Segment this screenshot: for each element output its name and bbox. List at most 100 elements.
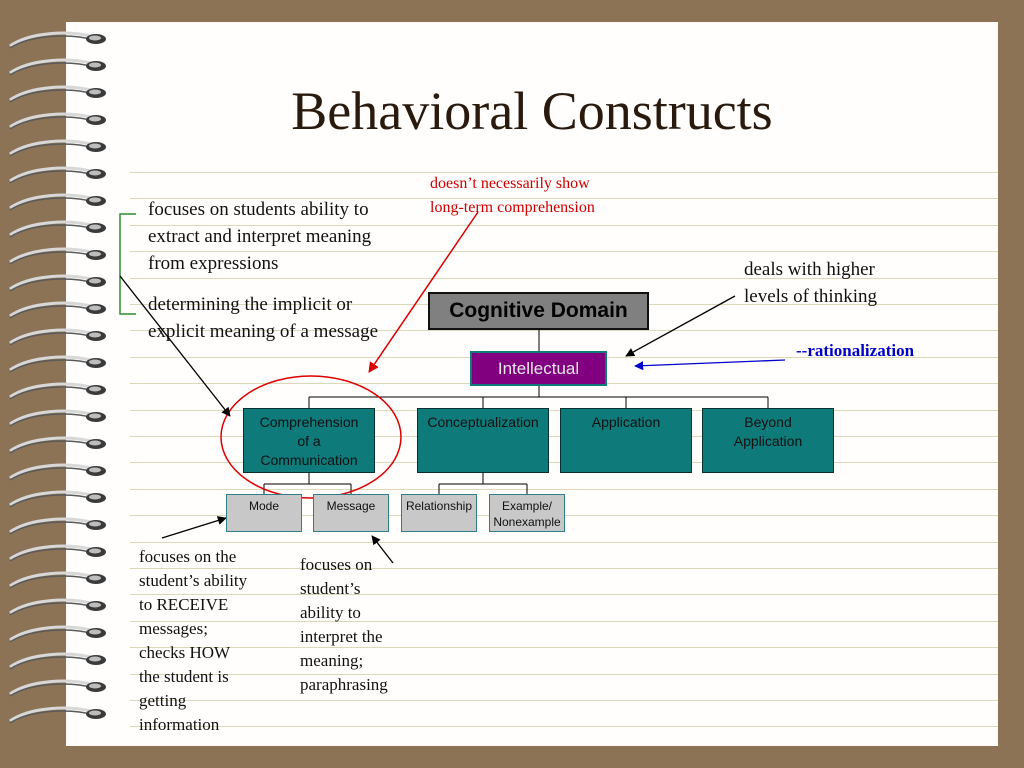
annotation-line: student’s bbox=[300, 579, 361, 598]
annotation-line: paraphrasing bbox=[300, 675, 388, 694]
annotation-line: the student is bbox=[139, 667, 229, 686]
green-bracket bbox=[119, 213, 136, 315]
spiral-ring bbox=[9, 598, 106, 616]
spiral-ring bbox=[9, 436, 106, 454]
message-node: Message bbox=[313, 494, 389, 532]
node-label: Example/ bbox=[501, 499, 553, 513]
ruled-line bbox=[130, 568, 998, 569]
annotation-line: messages; bbox=[139, 619, 208, 638]
spiral-ring bbox=[9, 112, 106, 130]
spiral-ring bbox=[9, 625, 106, 643]
spiral-ring bbox=[9, 463, 106, 481]
slide-title: Behavioral Constructs bbox=[291, 81, 773, 141]
ruled-line bbox=[130, 726, 998, 727]
ruled-line bbox=[130, 647, 998, 648]
black-arrow bbox=[161, 516, 227, 539]
annotation-line: getting bbox=[139, 691, 187, 710]
node-label: of a bbox=[297, 433, 321, 449]
node-label: Nonexample bbox=[493, 515, 561, 529]
red-highlight-ellipse bbox=[220, 375, 402, 499]
message-annotation: focuses on student’s ability to interpret t… bbox=[300, 553, 388, 697]
annotation-line: levels of thinking bbox=[744, 286, 877, 307]
spiral-ring bbox=[9, 679, 106, 697]
ruled-line bbox=[130, 198, 998, 199]
spiral-ring bbox=[9, 328, 106, 346]
annotation-line: focuses on the bbox=[139, 547, 237, 566]
red-annotation-line: doesn’t necessarily show bbox=[430, 175, 590, 192]
spiral-ring bbox=[9, 31, 106, 49]
relationship-node: Relationship bbox=[401, 494, 477, 532]
ruled-line bbox=[130, 621, 998, 622]
black-arrow bbox=[119, 275, 231, 417]
spiral-ring bbox=[9, 247, 106, 265]
red-annotation: doesn’t necessarily show long-term compr… bbox=[430, 172, 595, 220]
ruled-line bbox=[130, 674, 998, 675]
spiral-ring bbox=[9, 220, 106, 238]
black-arrow bbox=[371, 535, 394, 564]
rationalization-label: --rationalization bbox=[796, 341, 915, 360]
spiral-binding-icon bbox=[9, 31, 106, 724]
red-annotation-line: long-term comprehension bbox=[430, 199, 595, 216]
spiral-ring bbox=[9, 166, 106, 184]
spiral-ring bbox=[9, 85, 106, 103]
node-label: Application bbox=[591, 414, 661, 430]
ruled-line bbox=[130, 251, 998, 252]
ruled-line bbox=[130, 594, 998, 595]
spiral-ring bbox=[9, 652, 106, 670]
annotation-line: meaning; bbox=[300, 651, 364, 670]
cognitive-domain-node: Cognitive Domain bbox=[428, 292, 649, 330]
node-label: Communication bbox=[260, 452, 358, 468]
node-label: Application bbox=[733, 433, 803, 449]
node-label: Comprehension bbox=[259, 414, 359, 430]
mode-node: Mode bbox=[226, 494, 302, 532]
application-node: Application bbox=[560, 408, 692, 473]
beyond-application-node: Beyond Application bbox=[702, 408, 834, 473]
spiral-ring bbox=[9, 193, 106, 211]
ruled-line bbox=[130, 172, 998, 173]
annotation-line: focuses on students ability to bbox=[148, 199, 369, 220]
annotation-line: ability to bbox=[300, 603, 361, 622]
blue-arrow bbox=[634, 359, 786, 371]
comprehension-node: Comprehension of a Communication bbox=[243, 408, 375, 473]
node-label: Mode bbox=[248, 499, 280, 513]
annotation-line: interpret the bbox=[300, 627, 383, 646]
node-label: Beyond bbox=[744, 414, 792, 430]
spiral-ring bbox=[9, 490, 106, 508]
spiral-ring bbox=[9, 544, 106, 562]
conceptualization-node: Conceptualization bbox=[417, 408, 549, 473]
annotation-line: deals with higher bbox=[744, 259, 875, 280]
annotation-line: determining the implicit or bbox=[148, 294, 353, 315]
annotation-line: from expressions bbox=[148, 253, 279, 274]
spiral-ring bbox=[9, 409, 106, 427]
ruled-line bbox=[130, 700, 998, 701]
annotation-line: to RECEIVE bbox=[139, 595, 229, 614]
example-nonexample-node: Example/ Nonexample bbox=[489, 494, 565, 532]
spiral-ring bbox=[9, 301, 106, 319]
red-arrow bbox=[368, 211, 479, 373]
black-arrow bbox=[625, 295, 736, 357]
message-definition: determining the implicit or explicit mea… bbox=[148, 291, 378, 345]
higher-levels-annotation: deals with higher levels of thinking bbox=[744, 256, 877, 310]
ruled-line bbox=[130, 278, 998, 279]
intellectual-node: Intellectual bbox=[470, 351, 607, 386]
node-label: Relationship bbox=[405, 499, 473, 513]
annotation-line: focuses on bbox=[300, 555, 373, 574]
spiral-ring bbox=[9, 382, 106, 400]
annotation-line: extract and interpret meaning bbox=[148, 226, 372, 247]
spiral-ring bbox=[9, 274, 106, 292]
spiral-ring bbox=[9, 355, 106, 373]
ruled-line bbox=[130, 225, 998, 226]
annotation-line: information bbox=[139, 715, 220, 734]
spiral-ring bbox=[9, 706, 106, 724]
spiral-ring bbox=[9, 139, 106, 157]
annotation-line: student’s ability bbox=[139, 571, 248, 590]
spiral-ring bbox=[9, 517, 106, 535]
spiral-ring bbox=[9, 571, 106, 589]
ruled-line bbox=[130, 542, 998, 543]
ruled-line bbox=[130, 489, 998, 490]
annotation-line: checks HOW bbox=[139, 643, 231, 662]
node-label: Intellectual bbox=[497, 359, 580, 378]
mode-annotation: focuses on the student’s ability to RECEIV… bbox=[139, 545, 247, 737]
node-label: Cognitive Domain bbox=[449, 299, 628, 322]
